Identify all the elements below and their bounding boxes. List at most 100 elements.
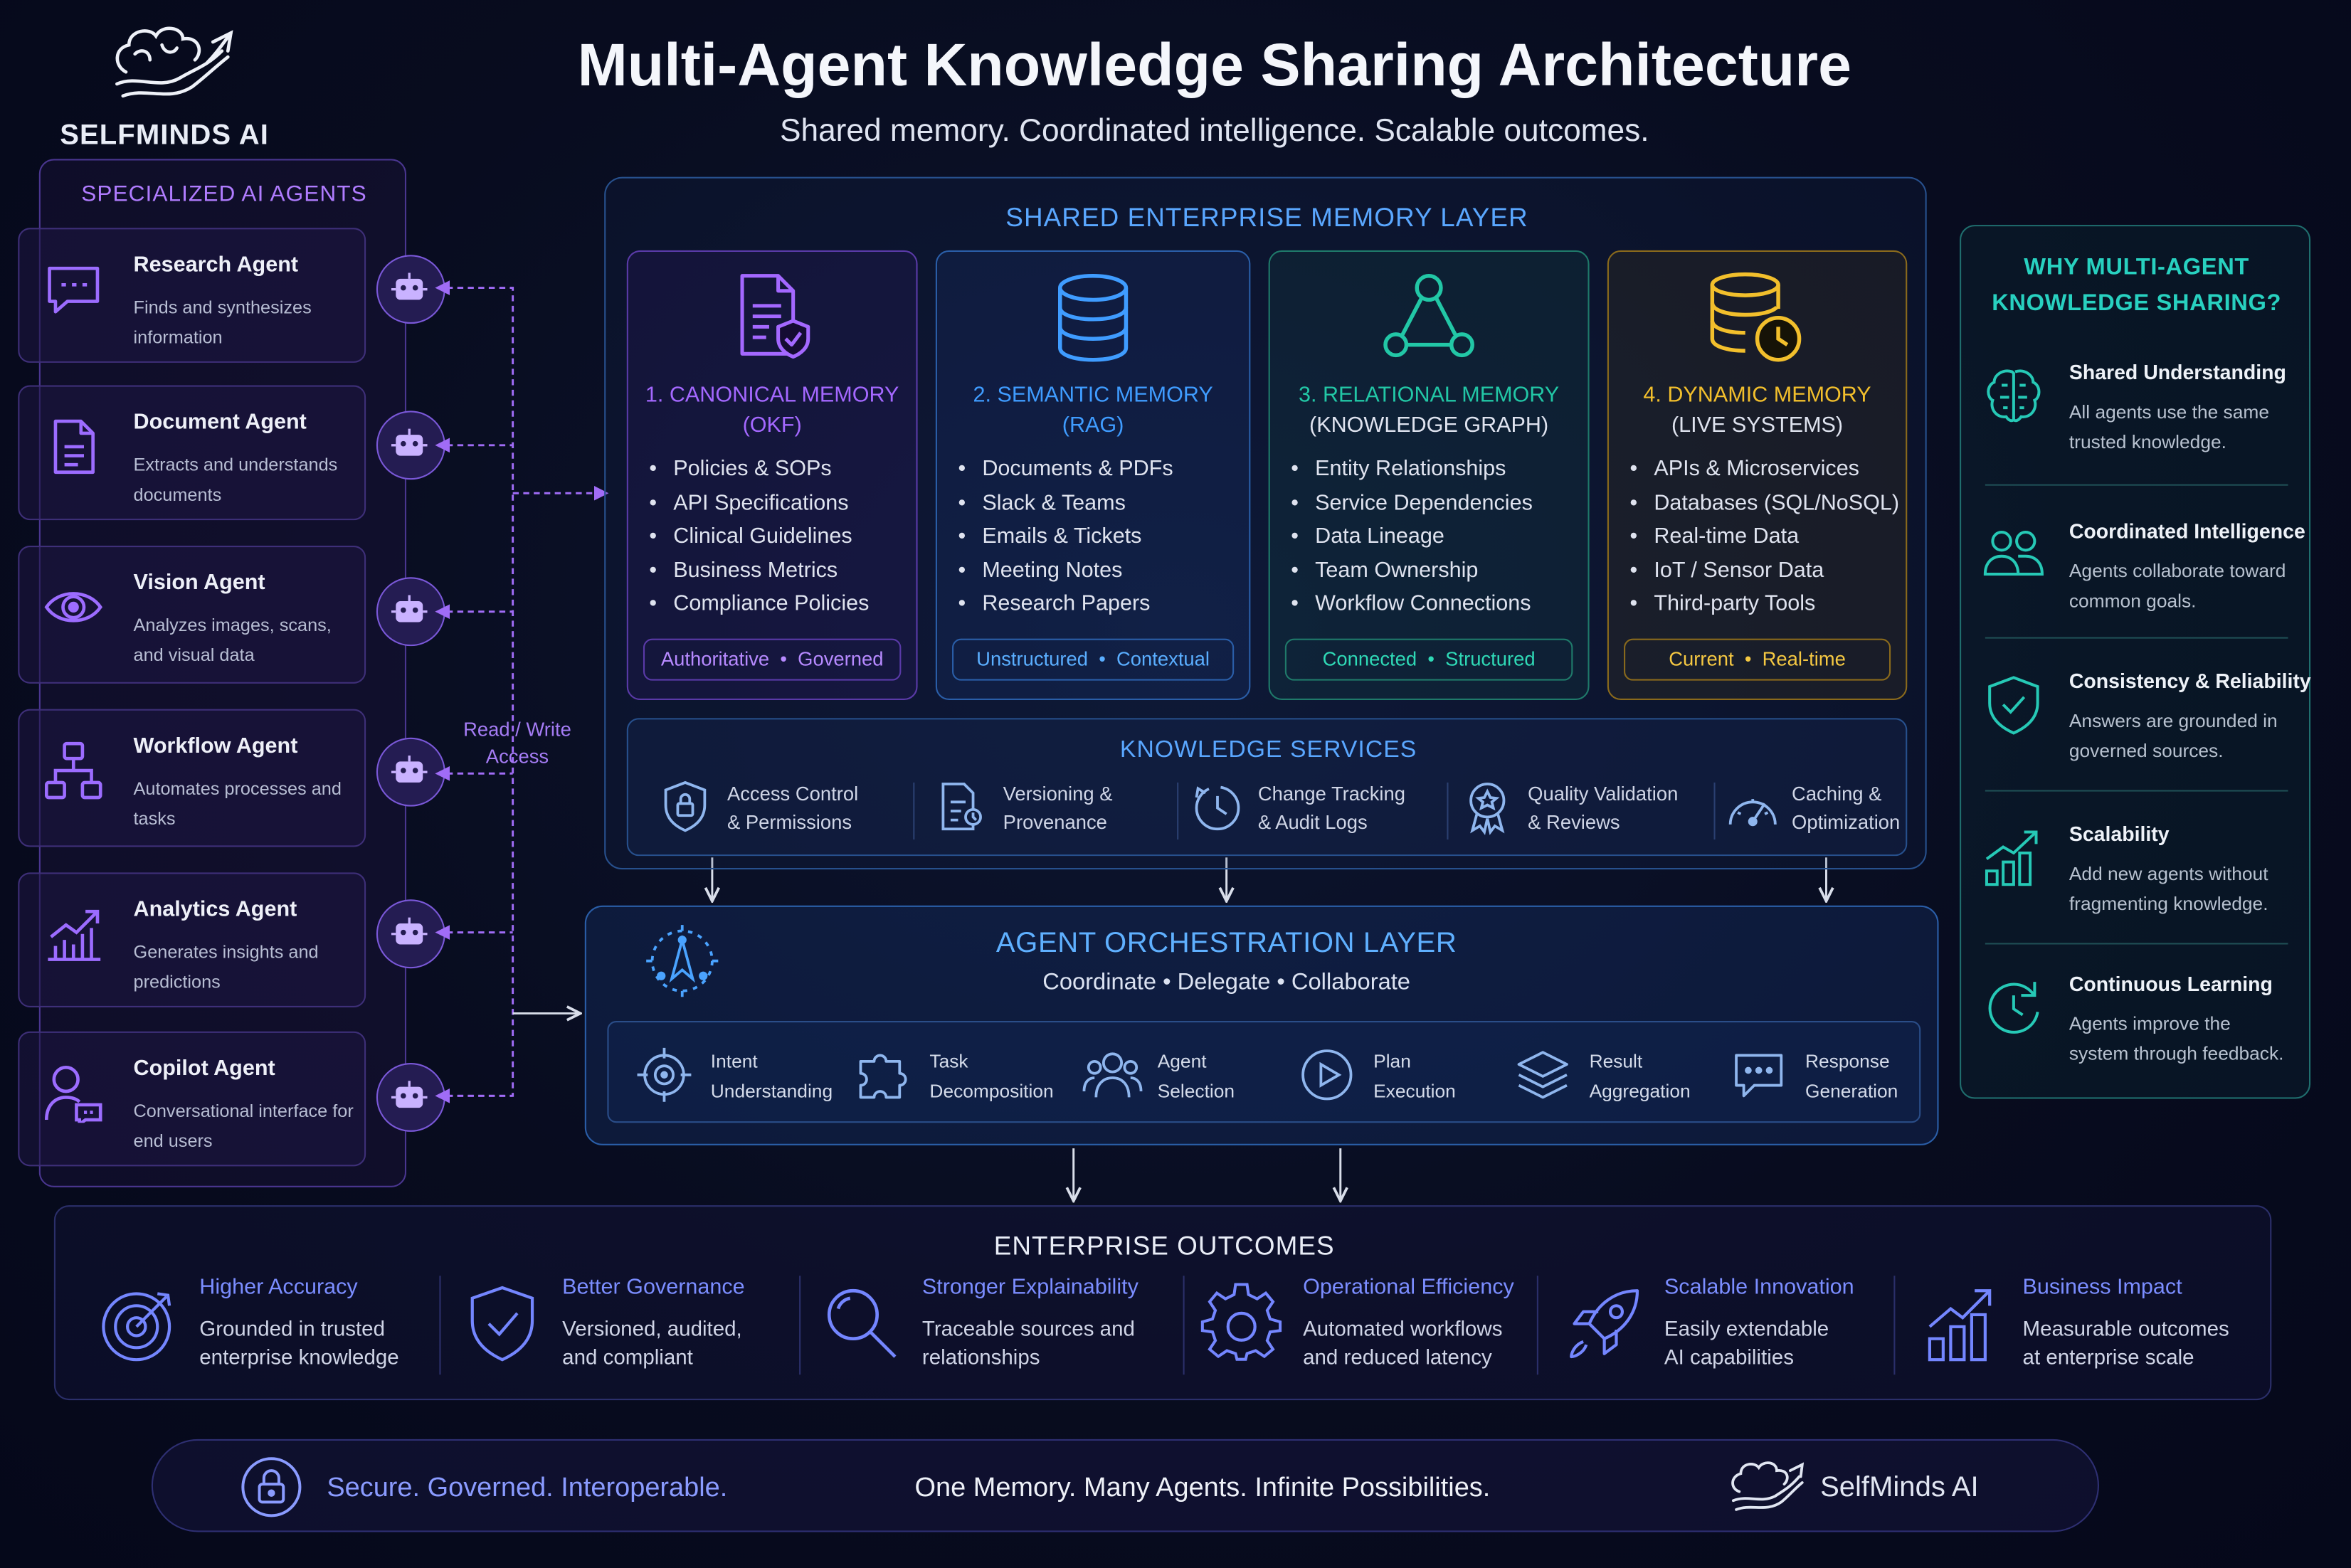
memory-item: IoT / Sensor Data	[1629, 554, 1899, 588]
memory-item: Meeting Notes	[958, 554, 1173, 588]
graph-icon	[1383, 273, 1474, 358]
why-item-name: Coordinated Intelligence	[2069, 520, 2305, 543]
why-item-continuous-learning: Continuous Learning Agents improve the s…	[1982, 973, 2291, 1123]
agent-name: Workflow Agent	[133, 734, 298, 759]
target-icon	[102, 1292, 171, 1362]
message-icon	[1735, 1054, 1783, 1098]
gear-icon	[1200, 1283, 1282, 1361]
outcome-desc: Grounded in trusted enterprise knowledge	[199, 1316, 399, 1369]
people-icon	[1983, 531, 2044, 576]
divider	[1893, 1276, 1896, 1375]
agent-desc: Finds and synthesizes information	[133, 297, 312, 348]
brain-icon	[1987, 369, 2041, 423]
memory-item: Compliance Policies	[649, 588, 869, 621]
service-label: Change Tracking & Audit Logs	[1257, 782, 1405, 834]
why-item-consistency: Consistency & Reliability Answers are gr…	[1982, 670, 2311, 820]
lock-icon	[241, 1457, 302, 1517]
agent-card-vision[interactable]: Vision Agent Analyzes images, scans, and…	[18, 545, 366, 684]
layers-icon	[1517, 1051, 1568, 1099]
memory-item: Databases (SQL/NoSQL)	[1629, 487, 1899, 520]
shield-check-icon	[470, 1286, 534, 1362]
agent-card-copilot[interactable]: Copilot Agent Conversational interface f…	[18, 1031, 366, 1167]
agent-name: Document Agent	[133, 410, 307, 435]
memory-card-subtitle: (LIVE SYSTEMS)	[1671, 413, 1844, 438]
document-icon	[53, 419, 95, 475]
why-item-name: Shared Understanding	[2069, 361, 2286, 384]
badge-text: Unstructured	[976, 647, 1088, 670]
memory-item: Data Lineage	[1291, 520, 1533, 553]
agent-card-workflow[interactable]: Workflow Agent Automates processes and t…	[18, 709, 366, 847]
divider	[1985, 943, 2288, 945]
service-label: Quality Validation & Reviews	[1528, 782, 1679, 834]
memory-item: APIs & Microservices	[1629, 452, 1899, 486]
divider	[439, 1276, 441, 1375]
memory-card-title: 1. CANONICAL MEMORY	[645, 383, 899, 408]
puzzle-icon	[859, 1054, 907, 1099]
outcome-desc: Measurable outcomes at enterprise scale	[2022, 1316, 2229, 1369]
database-clock-icon	[1710, 272, 1802, 362]
badge-icon	[1469, 783, 1506, 835]
agent-card-analytics[interactable]: Analytics Agent Generates insights and p…	[18, 872, 366, 1007]
why-item-name: Continuous Learning	[2069, 973, 2273, 996]
memory-item: Real-time Data	[1629, 520, 1899, 553]
memory-card-dynamic[interactable]: 4. DYNAMIC MEMORY (LIVE SYSTEMS) APIs & M…	[1607, 250, 1908, 701]
memory-item: Policies & SOPs	[649, 452, 869, 486]
memory-layer-title: SHARED ENTERPRISE MEMORY LAYER	[1005, 202, 1528, 233]
orchestration-steps: Intent Understanding Task Decomposition …	[607, 1020, 1921, 1123]
growth-icon	[1985, 830, 2038, 886]
why-item-desc: Agents improve the system through feedba…	[2069, 1013, 2284, 1065]
memory-item: Workflow Connections	[1291, 588, 1533, 621]
footer-tagline-center: One Memory. Many Agents. Infinite Possib…	[914, 1472, 1491, 1503]
step-label: Result Aggregation	[1589, 1051, 1691, 1102]
memory-item: Business Metrics	[649, 554, 869, 588]
divider	[1536, 1276, 1538, 1375]
service-label: Caching & Optimization	[1792, 782, 1901, 834]
why-item-desc: All agents use the same trusted knowledg…	[2069, 401, 2269, 453]
memory-card-subtitle: (RAG)	[1062, 413, 1124, 438]
outcome-name: Stronger Explainability	[921, 1276, 1138, 1300]
agent-card-research[interactable]: Research Agent Finds and synthesizes inf…	[18, 228, 366, 363]
workflow-icon	[45, 741, 102, 800]
why-item-name: Scalability	[2069, 822, 2170, 846]
service-label: Access Control & Permissions	[727, 782, 859, 834]
why-item-desc: Add new agents without fragmenting knowl…	[2069, 863, 2268, 915]
memory-card-relational[interactable]: 3. RELATIONAL MEMORY(KNOWLEDGE GRAPH) En…	[1268, 250, 1590, 701]
page-title: Multi-Agent Knowledge Sharing Architectu…	[577, 33, 1851, 100]
memory-card-title: 4. DYNAMIC MEMORY	[1643, 383, 1871, 408]
why-item-scalability: Scalability Add new agents without fragm…	[1982, 823, 2291, 973]
divider	[799, 1276, 801, 1375]
badge-text: Contextual	[1116, 647, 1210, 670]
agent-desc: Analyzes images, scans, and visual data	[133, 614, 332, 666]
agent-card-document[interactable]: Document Agent Extracts and understands …	[18, 385, 366, 521]
robot-icon	[376, 255, 445, 324]
step-label: Task Decomposition	[929, 1051, 1054, 1102]
footer-brand: SelfMinds AI	[1820, 1472, 1979, 1504]
step-label: Intent Understanding	[710, 1051, 833, 1102]
why-title: WHY MULTI-AGENT KNOWLEDGE SHARING?	[1992, 255, 2282, 317]
memory-card-title: 2. SEMANTIC MEMORY	[973, 383, 1213, 408]
outcome-name: Better Governance	[562, 1276, 745, 1300]
why-panel: WHY MULTI-AGENT KNOWLEDGE SHARING? Share…	[1960, 225, 2311, 1099]
agent-name: Research Agent	[133, 253, 299, 277]
knowledge-services-panel: KNOWLEDGE SERVICES Access Control & Perm…	[626, 718, 1908, 857]
eye-icon	[44, 592, 102, 623]
footer-tagline-left: Secure. Governed. Interoperable.	[327, 1472, 728, 1503]
memory-card-semantic[interactable]: 2. SEMANTIC MEMORY (RAG) Documents & PDFs…	[935, 250, 1251, 701]
why-item-shared-understanding: Shared Understanding All agents use the …	[1982, 361, 2291, 512]
agent-name: Copilot Agent	[133, 1056, 275, 1081]
shared-memory-layer: SHARED ENTERPRISE MEMORY LAYER 1. CANONI…	[604, 176, 1927, 870]
orchestration-subtitle: Coordinate • Delegate • Collaborate	[1042, 970, 1410, 996]
outcomes-title: ENTERPRISE OUTCOMES	[993, 1230, 1335, 1261]
memory-card-subtitle: (KNOWLEDGE GRAPH)	[1309, 413, 1549, 438]
memory-item: API Specifications	[649, 487, 869, 520]
memory-item: Documents & PDFs	[958, 452, 1173, 486]
badge-text: Structured	[1445, 647, 1536, 670]
bar-growth-icon	[1928, 1289, 1992, 1362]
memory-card-canonical[interactable]: 1. CANONICAL MEMORY(OKF) Policies & SOPs…	[626, 250, 918, 701]
outcome-desc: Traceable sources and relationships	[921, 1316, 1135, 1369]
gauge-icon	[1728, 799, 1777, 827]
divider	[1985, 484, 2288, 486]
badge-text: Connected	[1322, 647, 1417, 670]
